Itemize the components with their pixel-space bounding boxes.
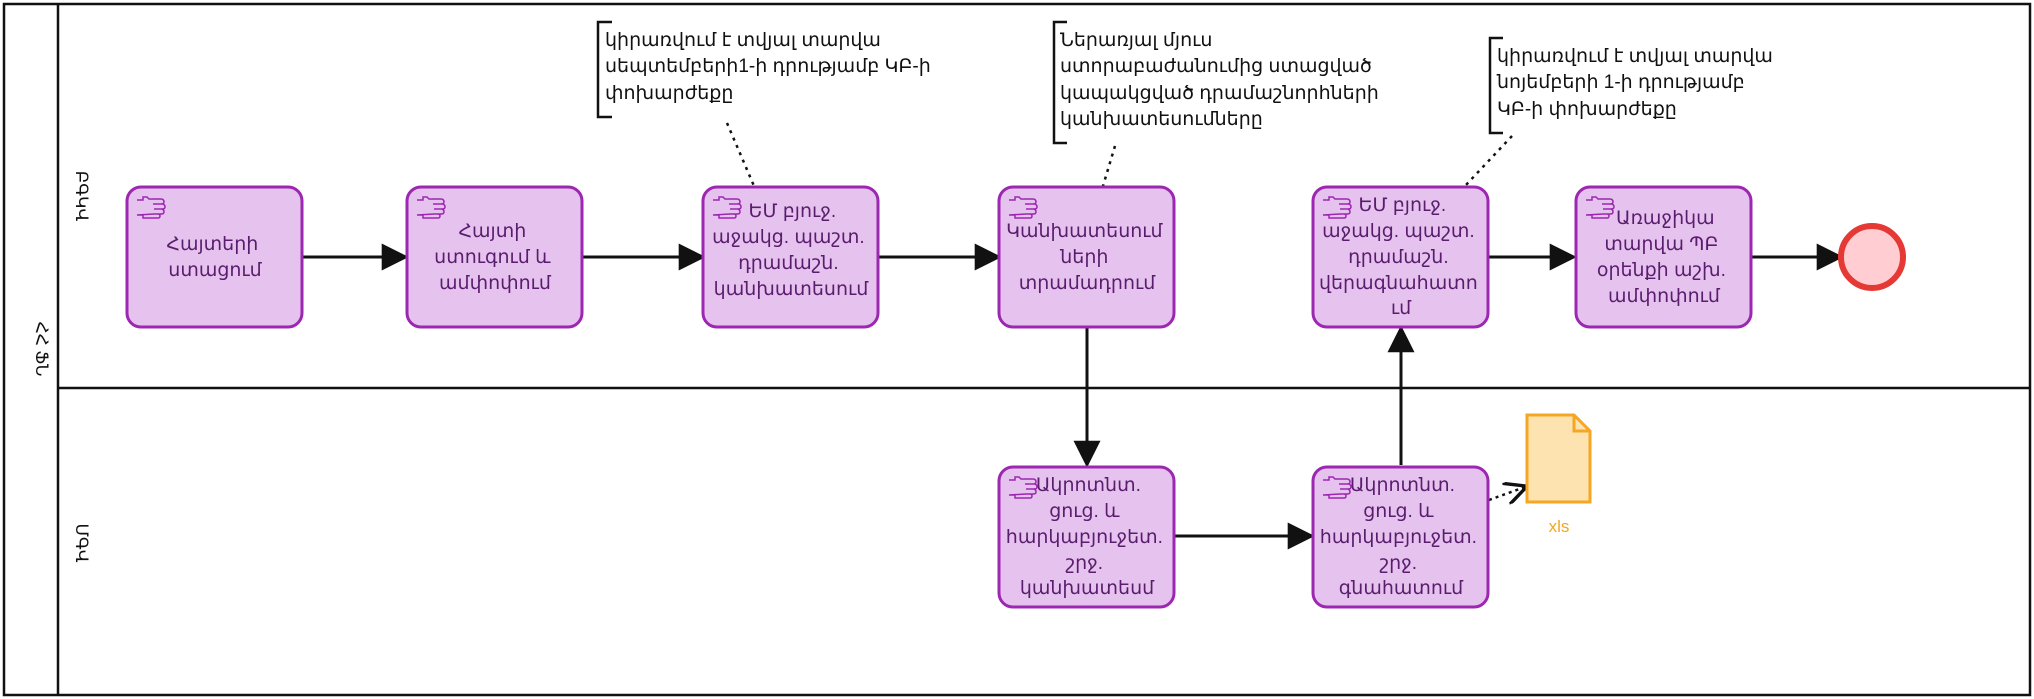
annotation-bracket-a1 <box>596 20 612 119</box>
task-label-line: ԵՄ բյուջ. <box>749 201 837 222</box>
task-label-line: աջակց. պաշտ. <box>1322 221 1475 242</box>
task-box <box>1574 185 1753 329</box>
task-box <box>1311 185 1490 329</box>
task-makrotnt-gnahatum[interactable]: Ակրոտնտ. ցուց. և հարկաբյուջետ. շրջ. գնահ… <box>1311 465 1490 609</box>
task-box <box>701 185 880 329</box>
task-label-line: Կանխատեսում <box>1006 221 1163 242</box>
task-label-line: ամփոփում <box>1608 286 1721 307</box>
task-label-line: Ակրոտնտ. <box>1350 475 1455 496</box>
task-label-line: շրջ. <box>1066 553 1103 574</box>
association-a2 <box>1101 145 1117 187</box>
task-arajika-tarva-amfopum[interactable]: Առաջիկա տարվա ՊԲ օրենքի աշխ. ամփոփում <box>1574 185 1753 329</box>
task-label-line: աջակց. պաշտ. <box>712 227 865 248</box>
task-hayti-stugum[interactable]: Հայտի ստուգում և ամփոփում <box>405 185 584 329</box>
tasks: Հայտերի ստացում Հայտի ստուգում և ամփոփու… <box>125 185 1753 609</box>
file-icon <box>1525 413 1592 504</box>
task-kankhatesumneri-tramadrum[interactable]: Կանխատեսում ների տրամադրում <box>997 185 1176 329</box>
task-label-line: ցուց. և <box>1049 501 1120 522</box>
end-event-icon[interactable] <box>1838 223 1906 291</box>
task-label-line: տարվա ՊԲ <box>1604 234 1718 255</box>
annotation-a3-line: նոյեմբերի 1-ի դրությամբ <box>1496 72 1745 93</box>
annotation-text-a2: Ներառյալ մյուս ստորաբաժանումից ստացված կ… <box>1060 30 1384 130</box>
task-label-line: շրջ. <box>1380 553 1417 574</box>
task-label-line: կանխատեսմ <box>1020 578 1155 599</box>
annotation-a2-line: կապակցված դրամաշնորհների <box>1060 83 1379 104</box>
data-object-label: xls <box>1549 517 1570 536</box>
task-label: Հայտերի ստացում <box>166 234 263 281</box>
annotation-bracket-a2 <box>1052 20 1067 145</box>
task-label-line: կանխատեսում <box>714 279 870 300</box>
task-label-line: ների <box>1059 247 1108 268</box>
task-label-line: վերագնահատո <box>1319 273 1478 294</box>
associations <box>725 122 1525 500</box>
task-hayteri-statsum[interactable]: Հայտերի ստացում <box>125 185 304 329</box>
annotation-text-a1: կիրառվում է տվյալ տարվա սեպտեմբերի1-ի դր… <box>605 30 936 104</box>
task-label-line: դրամաշն. <box>738 253 839 274</box>
task-label-line: տրամադրում <box>1019 273 1157 294</box>
task-em-byuj-kankhatesum[interactable]: ԵՄ բյուջ. աջակց. պաշտ. դրամաշն. կանխատես… <box>701 185 880 329</box>
annotation-bracket-a3 <box>1488 36 1503 135</box>
association-a3 <box>1464 135 1513 187</box>
task-label: ԵՄ բյուջ. աջակց. պաշտ. դրամաշն. վերագնահ… <box>1319 195 1483 319</box>
annotation-a2-line: կանխատեսումները <box>1060 109 1263 130</box>
task-label-line: հարկաբյուջետ. <box>1320 527 1477 548</box>
pool-label: ՀՀ ՖՆ <box>32 322 51 377</box>
task-box <box>997 185 1176 329</box>
annotation-a2-line: ստորաբաժանումից ստացված <box>1060 56 1372 77</box>
association-a1 <box>725 122 756 187</box>
task-label-line: ամփոփում <box>439 273 552 294</box>
task-label-line: Ակրոտնտ. <box>1036 475 1141 496</box>
annotation-a2-line: Ներառյալ մյուս <box>1060 30 1212 51</box>
annotation-a1-line: կիրառվում է տվյալ տարվա <box>605 30 881 51</box>
task-box <box>1311 465 1490 609</box>
annotation-a3-line: ԿԲ-ի փոխարժեքը <box>1497 99 1677 120</box>
task-box <box>125 185 304 329</box>
task-box <box>997 465 1176 609</box>
task-label-line: դրամաշն. <box>1348 247 1449 268</box>
task-label-line: ցուց. և <box>1363 501 1434 522</box>
task-box <box>405 185 584 329</box>
task-label-line: ԵՄ բյուջ. <box>1359 195 1447 216</box>
task-label: Ակրոտնտ. ցուց. և հարկաբյուջետ. շրջ. գնահ… <box>1320 475 1482 599</box>
task-label-line: օրենքի աշխ. <box>1597 260 1726 281</box>
task-label: Հայտի ստուգում և ամփոփում <box>434 221 556 294</box>
task-label-line: Հայտերի <box>166 234 258 255</box>
task-label: Առաջիկա տարվա ՊԲ օրենքի աշխ. ամփոփում <box>1597 208 1731 307</box>
lane-label-mgv: ՄԳՎ <box>72 523 91 562</box>
annotation-text-a3: կիրառվում է տվյալ տարվա նոյեմբերի 1-ի դր… <box>1496 46 1778 120</box>
task-label: Կանխատեսում ների տրամադրում <box>1006 221 1168 294</box>
task-em-byuj-veragnahatum[interactable]: ԵՄ բյուջ. աջակց. պաշտ. դրամաշն. վերագնահ… <box>1311 185 1490 329</box>
task-label: ԵՄ բյուջ. աջակց. պաշտ. դրամաշն. կանխատես… <box>712 201 870 300</box>
task-label-line: ստացում <box>168 260 262 281</box>
task-label: Ակրոտնտ. ցուց. և հարկաբյուջետ. շրջ. կանխ… <box>1006 475 1168 599</box>
task-label-line: գնահատում <box>1339 578 1464 599</box>
annotation-a1-line: սեպտեմբերի1-ի դրությամբ ԿԲ-ի <box>605 56 931 77</box>
data-object-xls[interactable]: xls <box>1525 413 1592 536</box>
file-fold <box>1572 415 1590 433</box>
annotation-a1-line: փոխարժեքը <box>605 83 733 104</box>
task-label-line: Առաջիկա <box>1616 208 1715 229</box>
task-label-line: ստուգում և <box>434 247 551 268</box>
task-label-line: Հայտի <box>458 221 526 242</box>
task-makrotnt-kankhatesum[interactable]: Ակրոտնտ. ցուց. և հարկաբյուջետ. շրջ. կանխ… <box>997 465 1176 609</box>
task-label-line: ւմ <box>1391 298 1412 319</box>
sequence-flows <box>302 243 1844 550</box>
annotation-brackets <box>596 20 1503 145</box>
annotation-a3-line: կիրառվում է տվյալ տարվա <box>1497 46 1773 67</box>
task-label-line: հարկաբյուջետ. <box>1006 527 1163 548</box>
lane-label-bgkv: ԲԳԿՎ <box>72 171 91 222</box>
